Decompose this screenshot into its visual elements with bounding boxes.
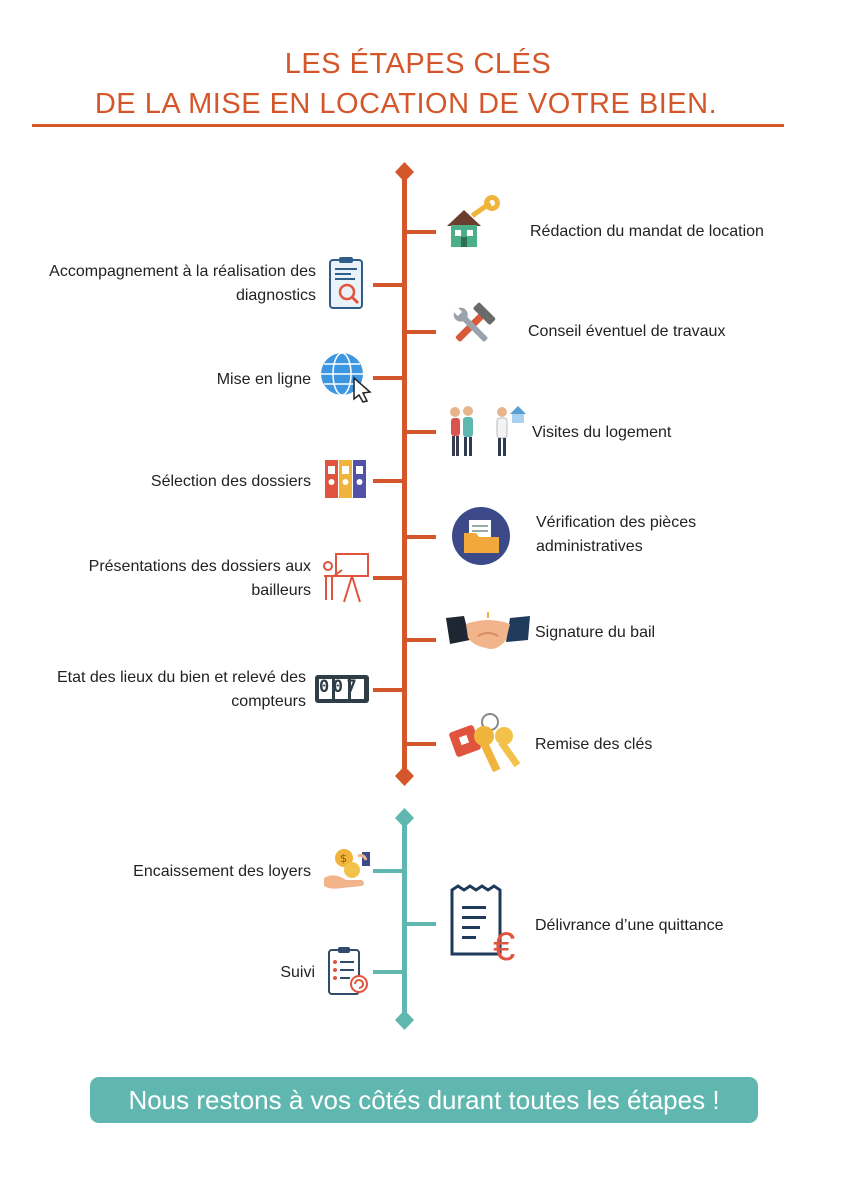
binders-icon [325, 460, 366, 498]
step-label-mise-en-ligne: Mise en ligne [216, 371, 311, 388]
step-label-visites: Visites du logement [532, 424, 672, 441]
meter-counter-icon [315, 675, 369, 703]
connector-followup-left-2 [373, 970, 402, 974]
checklist-icon [328, 947, 368, 995]
connector-followup-right-1 [407, 922, 436, 926]
presenter-board-icon [323, 553, 369, 603]
house-key-icon [447, 195, 500, 247]
step-label-remise-cles: Remise des clés [535, 736, 653, 753]
main-timeline-top-diamond [395, 162, 414, 182]
step-label-quittance: Délivrance d’une quittance [535, 917, 724, 934]
svg-text:$: $ [340, 852, 347, 865]
connector-right-2 [407, 330, 436, 334]
folder-documents-icon [452, 507, 510, 565]
meter-digits: 007 [319, 677, 361, 697]
keys-icon [449, 713, 521, 773]
connector-left-2 [373, 376, 402, 380]
connector-left-3 [373, 479, 402, 483]
title-line-1: LES ÉTAPES CLÉS [284, 48, 552, 80]
followup-timeline-top-diamond [395, 808, 414, 828]
connector-left-1 [373, 283, 402, 287]
followup-timeline-bottom-diamond [395, 1010, 414, 1030]
connector-right-1 [407, 230, 436, 234]
handshake-icon [446, 612, 530, 649]
clipboard-magnifier-icon [329, 257, 363, 309]
hammer-wrench-icon [453, 302, 496, 342]
step-label-verification: Vérification des pièces administratives [536, 514, 697, 555]
step-label-travaux: Conseil éventuel de travaux [528, 323, 726, 340]
connector-left-5 [373, 688, 402, 692]
step-label-signature: Signature du bail [535, 624, 656, 641]
connector-followup-left-1 [373, 869, 402, 873]
step-label-encaissement: Encaissement des loyers [133, 863, 311, 880]
connector-right-3 [407, 430, 436, 434]
connector-right-6 [407, 742, 436, 746]
followup-timeline-axis [402, 818, 407, 1018]
coins-hand-icon: $ [324, 849, 370, 889]
connector-right-4 [407, 535, 436, 539]
step-label-presentations: Présentations des dossiers aux bailleurs [88, 558, 311, 599]
step-label-selection: Sélection des dossiers [150, 473, 311, 490]
globe-cursor-icon [321, 352, 372, 403]
visitors-icon [450, 406, 526, 456]
step-label-diagnostics: Accompagnement à la réalisation des diag… [49, 263, 316, 304]
connector-left-4 [373, 576, 402, 580]
step-label-etat-des-lieux: Etat des lieux du bien et relevé des com… [56, 669, 306, 710]
footer-banner: Nous restons à vos côtés durant toutes l… [90, 1077, 758, 1123]
receipt-euro-icon [450, 884, 502, 956]
main-timeline-bottom-diamond [395, 766, 414, 786]
euro-symbol: € [493, 925, 516, 969]
connector-right-5 [407, 638, 436, 642]
step-label-redaction: Rédaction du mandat de location [530, 223, 764, 240]
title-line-2: DE LA MISE EN LOCATION DE VOTRE BIEN. [94, 88, 718, 120]
title-underline [32, 124, 784, 127]
step-label-suivi: Suivi [280, 964, 315, 981]
main-timeline-axis [402, 170, 407, 778]
